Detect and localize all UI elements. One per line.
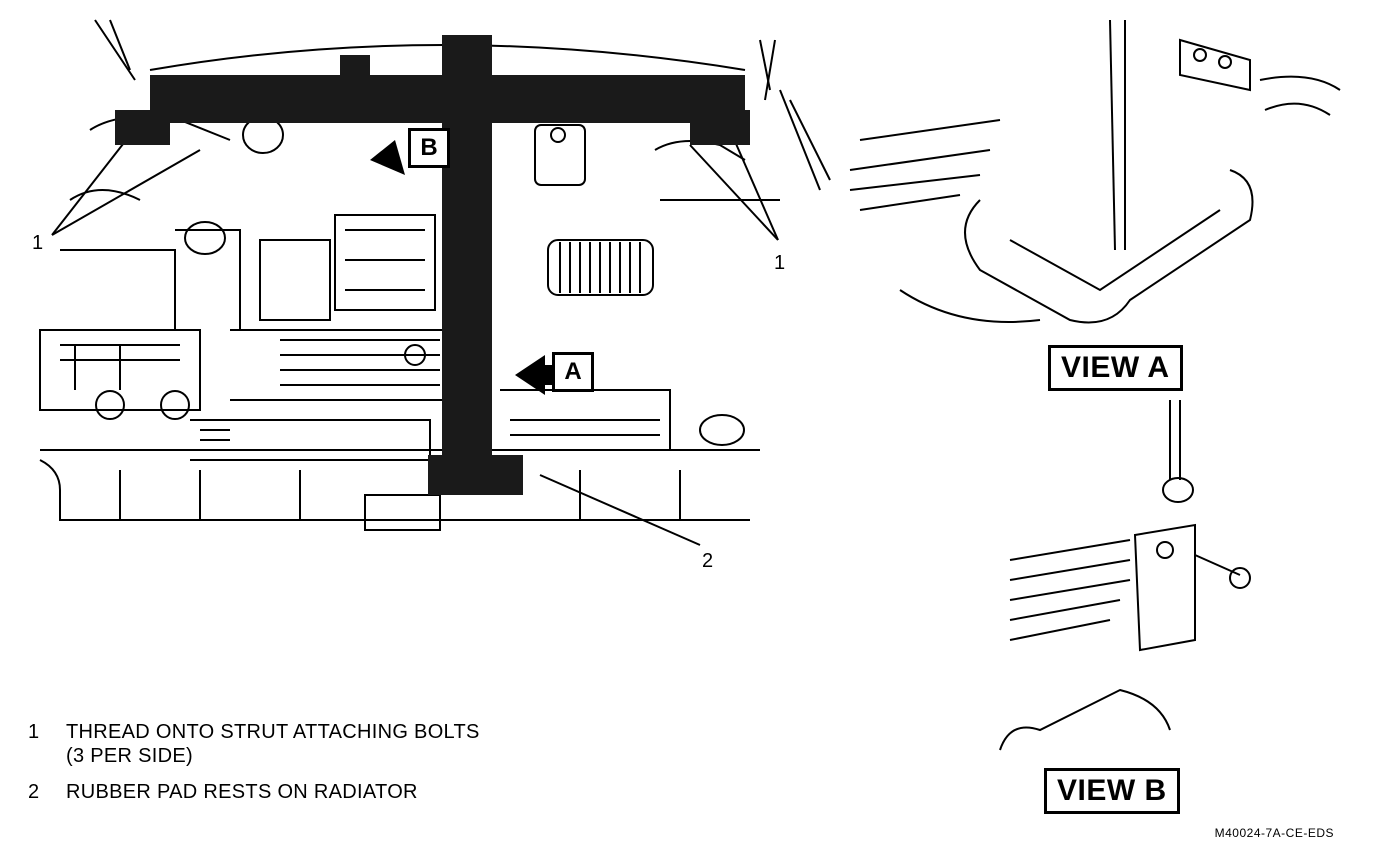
engine-bay-linework: [39, 19, 831, 546]
view-a-detail: [849, 19, 1341, 324]
view-b-label: VIEW B: [1044, 768, 1180, 814]
callout-1-left: 1: [32, 232, 44, 254]
legend-number: 1: [28, 721, 40, 743]
legend-number: 2: [28, 781, 40, 803]
view-a-label: VIEW A: [1048, 345, 1183, 391]
callout-2: 2: [702, 550, 714, 572]
callout-1-right: 1: [774, 252, 786, 274]
reference-code: M40024-7A-CE-EDS: [1214, 826, 1334, 840]
legend-item: 1 THREAD ONTO STRUT ATTACHING BOLTS (3 P…: [28, 720, 480, 768]
legend-text-continued: (3 PER SIDE): [66, 745, 193, 767]
legend-item: 2 RUBBER PAD RESTS ON RADIATOR: [28, 780, 480, 804]
view-b-detail: [999, 400, 1251, 751]
letter-b-box: B: [408, 128, 450, 168]
letter-a-box: A: [552, 352, 594, 392]
legend-text: THREAD ONTO STRUT ATTACHING BOLTS: [66, 721, 480, 743]
legend-text: RUBBER PAD RESTS ON RADIATOR: [66, 781, 418, 803]
lifting-fixture: [115, 35, 750, 495]
legend: 1 THREAD ONTO STRUT ATTACHING BOLTS (3 P…: [28, 720, 480, 816]
callout-arrows: [370, 140, 555, 395]
